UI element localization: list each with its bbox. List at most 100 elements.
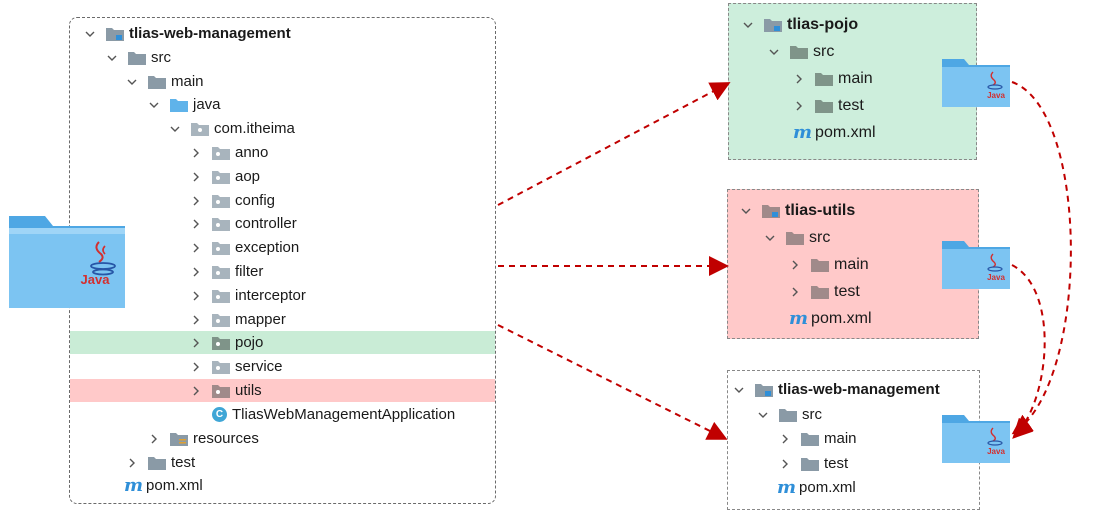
package-icon — [212, 360, 230, 374]
folder-icon — [148, 456, 166, 470]
chevron-right-icon[interactable] — [190, 361, 202, 373]
tree-item-src[interactable]: src — [106, 46, 171, 69]
tree-item-label: mapper — [235, 311, 286, 328]
chevron-right-icon[interactable] — [190, 290, 202, 302]
chevron-right-icon[interactable] — [190, 218, 202, 230]
java-folder-label: Java — [987, 447, 1005, 456]
chevron-right-icon[interactable] — [793, 100, 805, 112]
tree-item-package[interactable]: interceptor — [190, 284, 306, 307]
chevron-down-icon[interactable] — [733, 384, 745, 396]
tree-item-package[interactable]: filter — [190, 260, 263, 283]
module-src-label: src — [813, 42, 835, 60]
chevron-right-icon[interactable] — [190, 337, 202, 349]
module-test-label: test — [838, 96, 864, 114]
chevron-down-icon[interactable] — [757, 409, 769, 421]
module-main[interactable]: main — [793, 67, 873, 90]
chevron-right-icon[interactable] — [789, 259, 801, 271]
chevron-down-icon[interactable] — [148, 99, 160, 111]
chevron-down-icon[interactable] — [764, 232, 776, 244]
chevron-right-icon[interactable] — [779, 433, 791, 445]
chevron-right-icon[interactable] — [190, 385, 202, 397]
tree-item-label: java — [193, 96, 221, 113]
chevron-down-icon[interactable] — [742, 19, 754, 31]
tree-item-package[interactable]: service — [190, 355, 283, 378]
chevron-right-icon[interactable] — [793, 73, 805, 85]
chevron-right-icon[interactable] — [190, 171, 202, 183]
module-pom[interactable]: m pom.xml — [793, 121, 876, 144]
module-test[interactable]: test — [779, 452, 848, 475]
maven-icon: m — [777, 477, 797, 498]
tree-item-package[interactable]: exception — [190, 236, 299, 259]
tree-item-package[interactable]: config — [190, 189, 275, 212]
chevron-right-icon[interactable] — [190, 147, 202, 159]
chevron-right-icon[interactable] — [190, 195, 202, 207]
chevron-right-icon[interactable] — [148, 433, 160, 445]
chevron-right-icon[interactable] — [779, 458, 791, 470]
tree-item-package[interactable]: aop — [190, 165, 260, 188]
module-folder-icon — [762, 204, 780, 218]
tree-item-class[interactable]: C TliasWebManagementApplication — [212, 403, 455, 426]
tree-item-package[interactable]: anno — [190, 141, 268, 164]
tree-item-label: main — [171, 73, 204, 90]
maven-icon: m — [789, 308, 809, 329]
tree-item-pom[interactable]: m pom.xml — [124, 474, 203, 497]
chevron-down-icon[interactable] — [84, 28, 96, 40]
chevron-right-icon[interactable] — [789, 286, 801, 298]
arrow-utils-to-web — [1011, 264, 1046, 439]
tree-item-main[interactable]: main — [126, 70, 204, 93]
chevron-down-icon[interactable] — [169, 123, 181, 135]
tree-item-label: anno — [235, 144, 269, 161]
chevron-down-icon[interactable] — [106, 52, 118, 64]
chevron-right-icon[interactable] — [190, 242, 202, 254]
module-test[interactable]: test — [789, 280, 860, 303]
module-src[interactable]: src — [768, 40, 834, 63]
source-folder-icon — [170, 98, 188, 112]
module-root[interactable]: tlias-pojo — [742, 13, 858, 36]
tree-item-label: com.itheima — [214, 120, 295, 137]
module-src[interactable]: src — [764, 226, 830, 249]
arrow-pojo-to-web — [1011, 81, 1072, 435]
tree-item-resources[interactable]: resources — [148, 427, 259, 450]
chevron-right-icon[interactable] — [126, 457, 138, 469]
chevron-right-icon[interactable] — [190, 266, 202, 278]
folder-icon — [786, 231, 804, 245]
tree-item-package-pojo[interactable]: pojo — [190, 331, 263, 354]
module-pom[interactable]: m pom.xml — [789, 307, 872, 330]
tree-item-label: TliasWebManagementApplication — [232, 406, 456, 423]
package-icon — [212, 289, 230, 303]
chevron-down-icon[interactable] — [740, 205, 752, 217]
module-pom-label: pom.xml — [799, 479, 856, 496]
module-main[interactable]: main — [789, 253, 869, 276]
tree-item-package-root[interactable]: com.itheima — [169, 117, 295, 140]
package-icon — [212, 336, 230, 350]
utils-highlight — [70, 379, 495, 402]
tree-item-label: controller — [235, 215, 297, 232]
tree-root[interactable]: tlias-web-management — [84, 22, 291, 45]
module-pom[interactable]: m pom.xml — [777, 476, 856, 499]
folder-icon — [148, 75, 166, 89]
tree-item-test[interactable]: test — [126, 451, 195, 474]
tree-item-label: resources — [193, 430, 259, 447]
module-root[interactable]: tlias-utils — [740, 199, 855, 222]
folder-icon — [790, 45, 808, 59]
tree-item-package-utils[interactable]: utils — [190, 379, 262, 402]
chevron-right-icon[interactable] — [190, 314, 202, 326]
chevron-down-icon[interactable] — [126, 76, 138, 88]
tree-item-package[interactable]: controller — [190, 212, 297, 235]
tree-item-java[interactable]: java — [148, 93, 221, 116]
tree-root-label: tlias-web-management — [129, 25, 291, 42]
folder-icon — [815, 72, 833, 86]
chevron-down-icon[interactable] — [768, 46, 780, 58]
module-test-label: test — [824, 455, 849, 472]
tree-item-label: pom.xml — [146, 477, 203, 494]
module-main[interactable]: main — [779, 427, 857, 450]
module-test[interactable]: test — [793, 94, 864, 117]
tree-item-label: exception — [235, 239, 300, 256]
module-root[interactable]: tlias-web-management — [733, 378, 940, 401]
module-main-label: main — [834, 255, 869, 273]
module-src[interactable]: src — [757, 403, 822, 426]
java-folder-label: Java — [987, 91, 1005, 100]
tree-item-package[interactable]: mapper — [190, 308, 286, 331]
folder-icon — [128, 51, 146, 65]
module-main-label: main — [824, 430, 857, 447]
